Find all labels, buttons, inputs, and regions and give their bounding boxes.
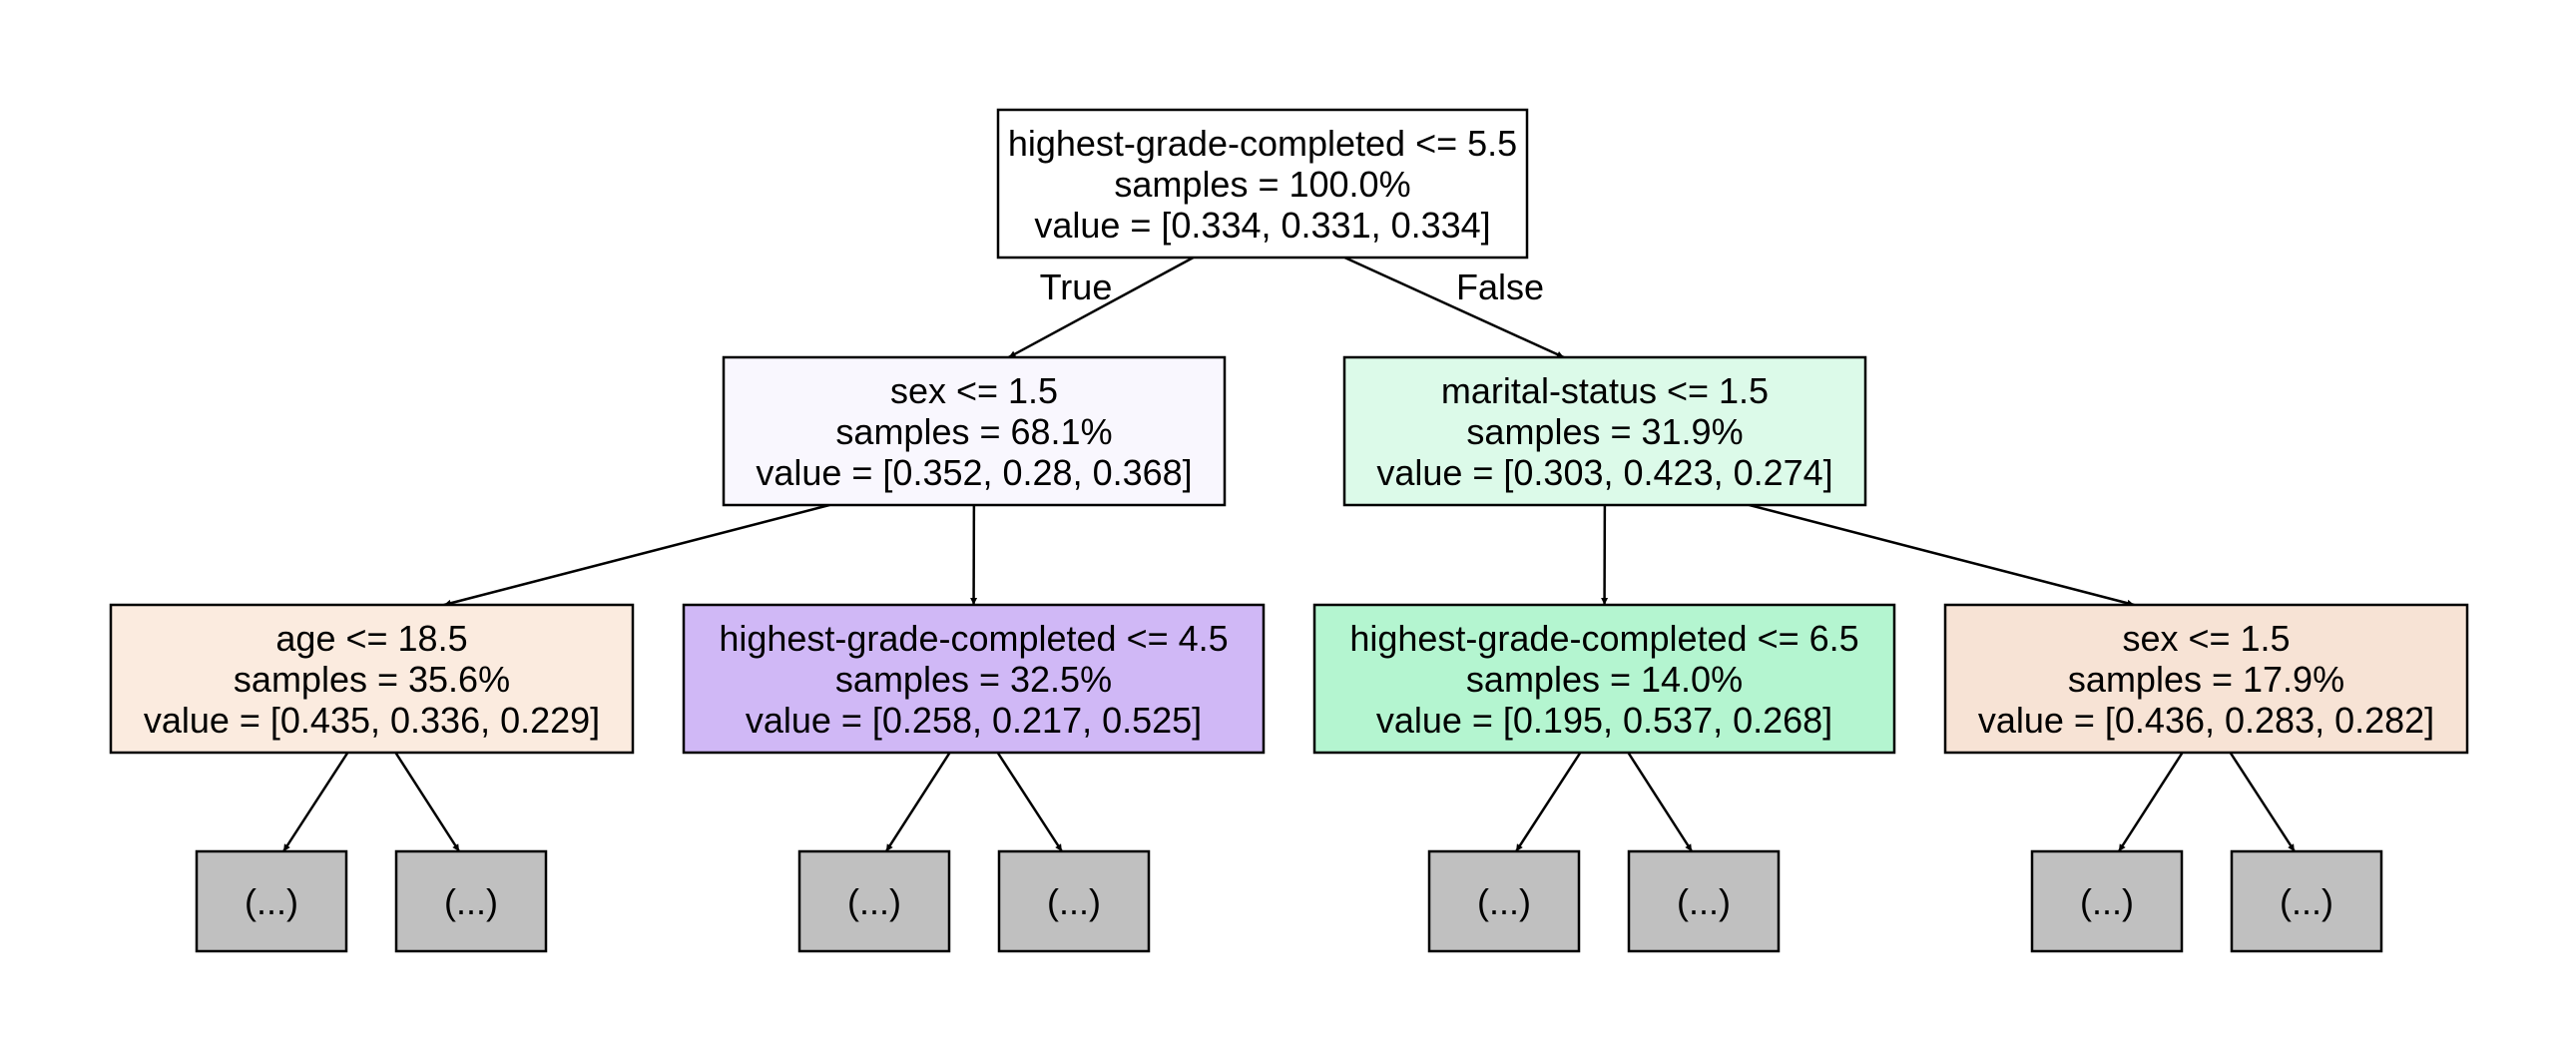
node-value: value = [0.352, 0.28, 0.368] (756, 452, 1192, 493)
node-value: value = [0.435, 0.336, 0.229] (144, 700, 600, 741)
edge-root-n2 (1343, 256, 1565, 359)
collapsed-subtree-node: (...) (997, 849, 1151, 953)
node-value: value = [0.258, 0.217, 0.525] (746, 700, 1202, 741)
node-split-condition: sex <= 1.5 (2122, 618, 2290, 659)
node-box (682, 603, 1266, 755)
edge-n1-n3 (443, 503, 830, 607)
collapsed-subtree-node: (...) (1427, 849, 1581, 953)
collapsed-subtree-node: (...) (2230, 849, 2383, 953)
collapsed-label: (...) (1677, 881, 1731, 922)
edge-n4-t3 (884, 752, 951, 852)
node-samples: samples = 100.0% (1114, 164, 1410, 205)
node-samples: samples = 17.9% (2068, 659, 2344, 700)
node-box (1943, 603, 2469, 755)
collapsed-subtree-node: (...) (1627, 849, 1781, 953)
node-value: value = [0.303, 0.423, 0.274] (1376, 452, 1832, 493)
node-value: value = [0.436, 0.283, 0.282] (1978, 700, 2434, 741)
edge-label-true: True (1040, 266, 1113, 307)
node-split-condition: age <= 18.5 (275, 618, 467, 659)
edge-n6-t7 (2117, 752, 2184, 852)
node-box (997, 849, 1151, 953)
node-value: value = [0.195, 0.537, 0.268] (1376, 700, 1832, 741)
collapsed-label: (...) (444, 881, 498, 922)
edges-layer: True False (282, 256, 2296, 852)
collapsed-subtree-node: (...) (2030, 849, 2184, 953)
node-box (1312, 603, 1896, 755)
node-box (1427, 849, 1581, 953)
node-samples: samples = 32.5% (835, 659, 1112, 700)
edge-n3-t1 (282, 752, 349, 852)
node-box (996, 108, 1529, 260)
node-samples: samples = 14.0% (1466, 659, 1743, 700)
edge-n2-n6 (1749, 503, 2135, 607)
collapsed-subtree-node: (...) (394, 849, 548, 953)
edge-n5-t5 (1515, 752, 1582, 852)
collapsed-label: (...) (847, 881, 901, 922)
edge-n5-t6 (1627, 752, 1694, 852)
node-samples: samples = 68.1% (835, 411, 1112, 452)
node-split-condition: highest-grade-completed <= 4.5 (719, 618, 1228, 659)
node-box (2030, 849, 2184, 953)
node-box (2230, 849, 2383, 953)
node-samples: samples = 31.9% (1466, 411, 1743, 452)
collapsed-subtree-node: (...) (797, 849, 951, 953)
node-samples: samples = 35.6% (234, 659, 510, 700)
edge-n3-t2 (394, 752, 461, 852)
collapsed-label: (...) (2080, 881, 2134, 922)
edge-n4-t4 (996, 752, 1063, 852)
edge-label-false: False (1456, 266, 1544, 307)
node-split-condition: marital-status <= 1.5 (1441, 370, 1769, 411)
node-box (394, 849, 548, 953)
node-box (109, 603, 635, 755)
collapsed-subtree-node: (...) (195, 849, 348, 953)
node-split-condition: highest-grade-completed <= 6.5 (1349, 618, 1858, 659)
node-box (797, 849, 951, 953)
node-split-condition: highest-grade-completed <= 5.5 (1008, 123, 1517, 164)
collapsed-label: (...) (245, 881, 298, 922)
node-box (195, 849, 348, 953)
collapsed-label: (...) (2280, 881, 2333, 922)
edge-n6-t8 (2229, 752, 2296, 852)
node-value: value = [0.334, 0.331, 0.334] (1034, 205, 1490, 246)
collapsed-label: (...) (1477, 881, 1531, 922)
collapsed-label: (...) (1047, 881, 1101, 922)
node-box (722, 355, 1227, 507)
node-split-condition: sex <= 1.5 (890, 370, 1058, 411)
node-box (1342, 355, 1867, 507)
node-box (1627, 849, 1781, 953)
edge-root-n1 (1008, 256, 1195, 359)
